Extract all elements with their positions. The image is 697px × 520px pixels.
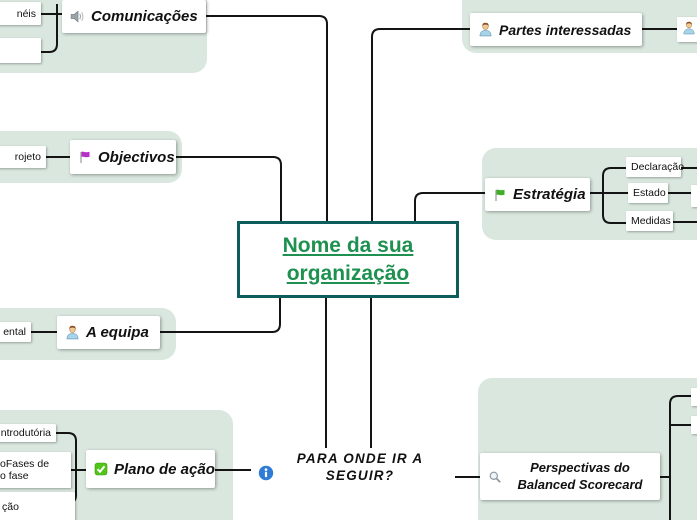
green-flag-icon: [493, 188, 507, 202]
subtopic-estrategia-medidas[interactable]: Medidas: [626, 211, 673, 231]
topic-label: Partes interessadas: [499, 21, 632, 38]
truncated-node-estado-child[interactable]: [691, 185, 697, 207]
topic-comunicacoes[interactable]: Comunicações: [62, 0, 206, 33]
central-topic-label: Nome da sua organização: [282, 234, 414, 285]
subtopic-comunicacoes-2[interactable]: [0, 38, 41, 63]
topic-perspectivas[interactable]: Perspectivas do Balanced Scorecard: [480, 453, 660, 500]
subtopic-label: rojeto: [14, 151, 41, 163]
subtopic-label: néis: [16, 7, 36, 20]
subtopic-label: Declaração: [631, 161, 685, 173]
subtopic-plano-2[interactable]: oFases de o fase: [0, 452, 71, 488]
truncated-node-perspectivas-child-2[interactable]: [691, 416, 697, 434]
purple-flag-icon: [78, 150, 92, 164]
topic-equipa[interactable]: A equipa: [57, 316, 160, 349]
subtopic-label: Estado: [633, 187, 666, 199]
topic-plano[interactable]: Plano de ação: [86, 450, 215, 488]
magnifier-icon: [488, 470, 502, 484]
topic-label: Perspectivas do Balanced Scorecard: [517, 460, 643, 492]
subtopic-plano-1[interactable]: ntrodutória: [0, 424, 56, 442]
person-icon: [682, 21, 696, 38]
subtopic-label: Medidas: [631, 215, 671, 227]
truncated-node-partes-child[interactable]: [677, 17, 697, 42]
topic-label: Estratégia: [513, 186, 586, 203]
topic-label: Plano de ação: [114, 460, 215, 478]
subtopic-label: ntrodutória: [0, 427, 51, 439]
central-topic[interactable]: Nome da sua organização: [237, 221, 459, 298]
subtopic-objectivos-1[interactable]: rojeto: [0, 146, 46, 168]
subtopic-label: ental: [3, 326, 26, 338]
topic-label: Comunicações: [91, 8, 198, 25]
info-icon[interactable]: [258, 465, 274, 481]
person-icon: [65, 325, 80, 340]
topic-objectivos[interactable]: Objectivos: [70, 140, 176, 174]
subtopic-label: ção: [2, 501, 19, 513]
topic-para-onde[interactable]: PARA ONDE IR A SEGUIR?: [280, 451, 440, 485]
topic-label: A equipa: [86, 324, 149, 341]
topic-label: Objectivos: [98, 148, 175, 166]
subtopic-estrategia-declaracao[interactable]: Declaração: [626, 157, 685, 177]
person-icon: [478, 22, 493, 37]
floating-topic-label: PARA ONDE IR A SEGUIR?: [296, 451, 424, 483]
subtopic-comunicacoes-1[interactable]: néis: [0, 2, 41, 25]
subtopic-plano-3[interactable]: ção: [0, 492, 75, 520]
subtopic-equipa-1[interactable]: ental: [0, 322, 31, 342]
speaker-icon: [70, 9, 85, 24]
truncated-node-perspectivas-child-1[interactable]: [691, 388, 697, 406]
subtopic-label: oFases de o fase: [0, 458, 50, 482]
green-check-icon: [94, 462, 108, 476]
subtopic-estrategia-estado[interactable]: Estado: [628, 183, 668, 203]
topic-estrategia[interactable]: Estratégia: [485, 178, 590, 211]
topic-partes[interactable]: Partes interessadas: [470, 13, 642, 46]
